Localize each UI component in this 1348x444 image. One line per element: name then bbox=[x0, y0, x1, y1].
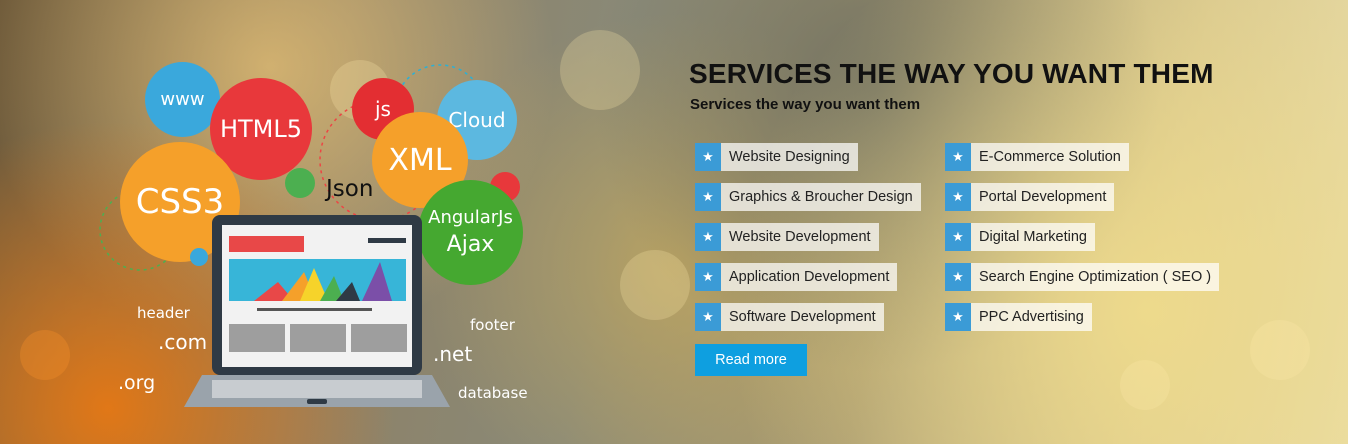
service-item[interactable]: ★ Portal Development bbox=[945, 183, 1115, 211]
star-icon: ★ bbox=[945, 263, 971, 291]
read-more-button[interactable]: Read more bbox=[695, 344, 807, 376]
bokeh-circle bbox=[620, 250, 690, 320]
bokeh-circle bbox=[20, 330, 70, 380]
small-green-dot bbox=[285, 168, 315, 198]
service-label: E-Commerce Solution bbox=[979, 149, 1121, 165]
services-subheading: Services the way you want them bbox=[690, 96, 921, 113]
footer-label: footer bbox=[470, 316, 515, 334]
com-label: .com bbox=[158, 330, 208, 354]
angular-ajax-bubble: AngularJs Ajax bbox=[418, 180, 523, 285]
js-label: js bbox=[375, 97, 391, 121]
bokeh-circle bbox=[560, 30, 640, 110]
service-item[interactable]: ★ Website Designing bbox=[695, 143, 858, 171]
star-icon: ★ bbox=[695, 303, 721, 331]
www-bubble: www bbox=[145, 62, 220, 137]
service-item[interactable]: ★ Search Engine Optimization ( SEO ) bbox=[945, 263, 1220, 291]
ajax-label: Ajax bbox=[446, 231, 495, 257]
service-label: Graphics & Broucher Design bbox=[729, 189, 913, 205]
org-label: .org bbox=[118, 372, 156, 394]
star-icon: ★ bbox=[695, 263, 721, 291]
small-blue-dot bbox=[190, 248, 208, 266]
star-icon: ★ bbox=[945, 223, 971, 251]
service-item[interactable]: ★ Graphics & Broucher Design bbox=[695, 183, 921, 211]
net-label: .net bbox=[433, 342, 473, 366]
header-label: header bbox=[137, 304, 190, 322]
star-icon: ★ bbox=[945, 183, 971, 211]
service-item[interactable]: ★ Application Development bbox=[695, 263, 898, 291]
bokeh-circle bbox=[1250, 320, 1310, 380]
services-heading: SERVICES THE WAY YOU WANT THEM bbox=[689, 58, 1214, 89]
star-icon: ★ bbox=[695, 183, 721, 211]
service-label: Application Development bbox=[729, 269, 890, 285]
service-label: Website Development bbox=[729, 229, 871, 245]
json-label: Json bbox=[326, 176, 374, 202]
service-item[interactable]: ★ Software Development bbox=[695, 303, 884, 331]
bokeh-circle bbox=[1120, 360, 1170, 410]
service-label: Portal Development bbox=[979, 189, 1107, 205]
service-label: Software Development bbox=[729, 309, 876, 325]
xml-label: XML bbox=[388, 142, 452, 178]
service-label: Website Designing bbox=[729, 149, 850, 165]
web-technologies-graphic: www HTML5 js Cloud CSS3 XML AngularJs Aj… bbox=[0, 0, 640, 444]
services-content: SERVICES THE WAY YOU WANT THEM Services … bbox=[689, 58, 1309, 113]
laptop-illustration bbox=[184, 215, 450, 407]
service-label: Search Engine Optimization ( SEO ) bbox=[979, 269, 1212, 285]
html5-bubble: HTML5 bbox=[210, 78, 312, 180]
cloud-label: Cloud bbox=[448, 108, 506, 132]
star-icon: ★ bbox=[695, 143, 721, 171]
css3-label: CSS3 bbox=[135, 182, 225, 222]
cloud-bubble: Cloud bbox=[437, 80, 517, 160]
service-label: PPC Advertising bbox=[979, 309, 1084, 325]
star-icon: ★ bbox=[945, 303, 971, 331]
service-item[interactable]: ★ PPC Advertising bbox=[945, 303, 1092, 331]
service-item[interactable]: ★ E-Commerce Solution bbox=[945, 143, 1129, 171]
star-icon: ★ bbox=[945, 143, 971, 171]
html5-label: HTML5 bbox=[219, 115, 303, 143]
angularjs-label: AngularJs bbox=[428, 206, 513, 228]
service-item[interactable]: ★ Website Development bbox=[695, 223, 879, 251]
database-label: database bbox=[458, 384, 528, 402]
service-item[interactable]: ★ Digital Marketing bbox=[945, 223, 1095, 251]
star-icon: ★ bbox=[695, 223, 721, 251]
service-label: Digital Marketing bbox=[979, 229, 1087, 245]
www-label: www bbox=[160, 89, 205, 110]
